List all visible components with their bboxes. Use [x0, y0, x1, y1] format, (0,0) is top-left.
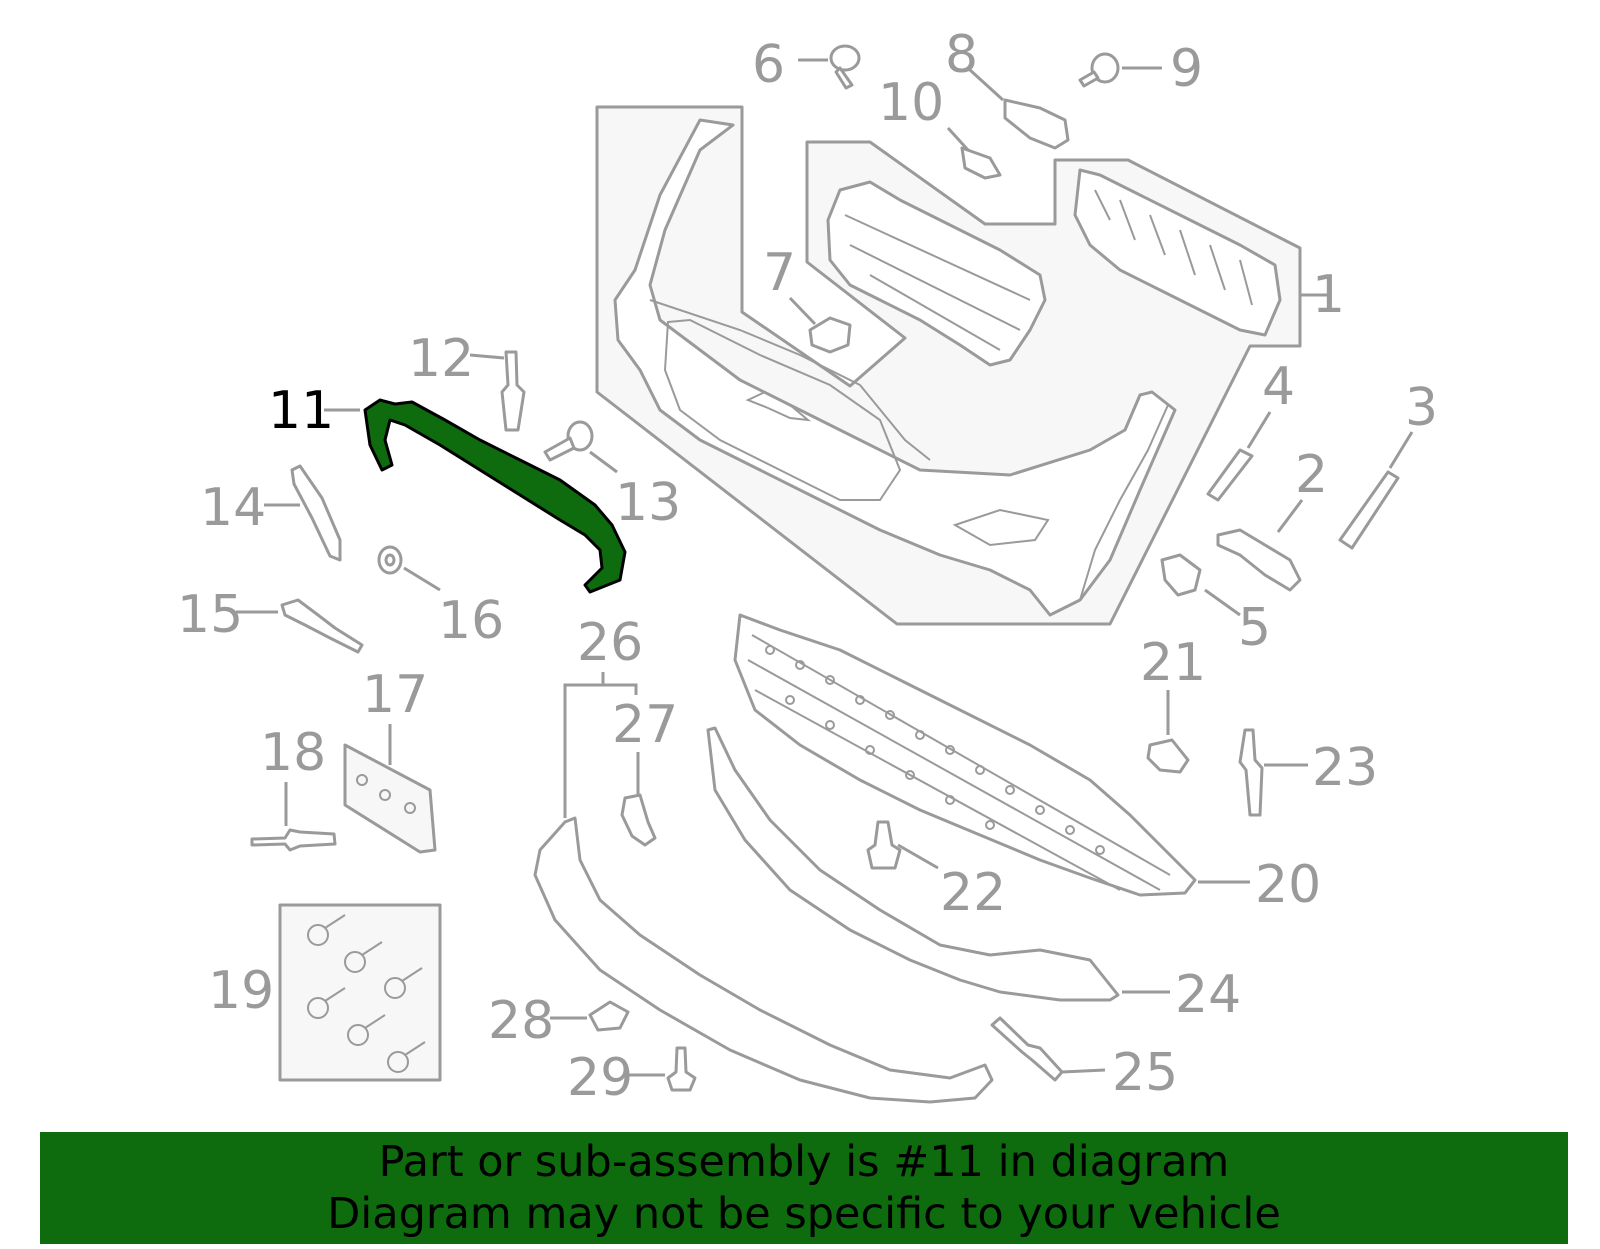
- callout-6: 6: [752, 35, 785, 95]
- parts-diagram: 1 2 3 4 5 6 7 8 9 10 11 12 13 14 15 16 1…: [177, 25, 1438, 1108]
- callout-16: 16: [438, 591, 504, 651]
- pin-3: [1338, 470, 1400, 550]
- bolt-kit-19: [278, 903, 442, 1082]
- callout-27: 27: [612, 695, 678, 755]
- callout-19: 19: [208, 961, 274, 1021]
- lip-24: [706, 726, 1120, 1002]
- pin-18: [250, 828, 337, 852]
- callout-2: 2: [1295, 445, 1328, 505]
- info-banner: Part or sub-assembly is #11 in diagram D…: [40, 1132, 1568, 1244]
- pin-23: [1238, 728, 1264, 817]
- screw-13: [543, 420, 594, 462]
- clip-21: [1146, 738, 1190, 774]
- callout-28: 28: [488, 991, 554, 1051]
- callout-4: 4: [1262, 357, 1295, 417]
- banner-line-2: Diagram may not be specific to your vehi…: [327, 1189, 1281, 1239]
- pin-12: [500, 350, 526, 432]
- callout-13: 13: [615, 473, 681, 533]
- absorber: [1073, 168, 1282, 337]
- callout-12: 12: [408, 329, 474, 389]
- callout-1: 1: [1312, 265, 1345, 325]
- pin-4: [1206, 448, 1254, 502]
- screw-9: [1078, 52, 1120, 88]
- callout-9: 9: [1170, 39, 1203, 99]
- callout-14: 14: [200, 478, 266, 538]
- callout-11[interactable]: 11: [268, 381, 334, 441]
- callout-22: 22: [940, 863, 1006, 923]
- leader-lines: [236, 58, 1414, 1077]
- banner-line-1: Part or sub-assembly is #11 in diagram: [378, 1137, 1230, 1187]
- bracket-2: [1216, 528, 1302, 592]
- washer-16: [377, 545, 403, 575]
- bracket-15: [280, 598, 364, 654]
- callout-7: 7: [763, 243, 796, 303]
- callout-labels: 1 2 3 4 5 6 7 8 9 10 11 12 13 14 15 16 1…: [177, 25, 1438, 1108]
- callout-20: 20: [1255, 855, 1321, 915]
- lower-lip-26: [533, 816, 994, 1104]
- pin-25: [990, 1016, 1064, 1082]
- nut-10: [960, 146, 1002, 180]
- nut-28: [588, 1000, 630, 1032]
- callout-29: 29: [567, 1048, 633, 1108]
- plate-17: [343, 743, 437, 854]
- bracket-7: [808, 316, 852, 354]
- callout-26: 26: [577, 613, 643, 673]
- callout-23: 23: [1312, 738, 1378, 798]
- callout-10: 10: [878, 73, 944, 133]
- callout-5: 5: [1238, 598, 1271, 658]
- callout-8: 8: [945, 25, 978, 85]
- screw-29: [666, 1046, 697, 1092]
- callout-18: 18: [260, 723, 326, 783]
- bracket-14: [290, 464, 342, 562]
- pin-22: [866, 820, 902, 870]
- callout-21: 21: [1140, 633, 1206, 693]
- bracket-8: [1003, 98, 1070, 150]
- grille-20: [733, 613, 1197, 897]
- callout-17: 17: [362, 665, 428, 725]
- bumper-cover: [613, 118, 1177, 617]
- callout-24: 24: [1175, 965, 1241, 1025]
- clip-5: [1160, 553, 1202, 597]
- callout-15: 15: [177, 585, 243, 645]
- clip-6: [829, 44, 861, 90]
- callout-3: 3: [1405, 378, 1438, 438]
- deflector: [826, 180, 1047, 367]
- callout-25: 25: [1112, 1043, 1178, 1103]
- highlighted-part-11[interactable]: [363, 398, 627, 594]
- bracket-27: [620, 793, 657, 847]
